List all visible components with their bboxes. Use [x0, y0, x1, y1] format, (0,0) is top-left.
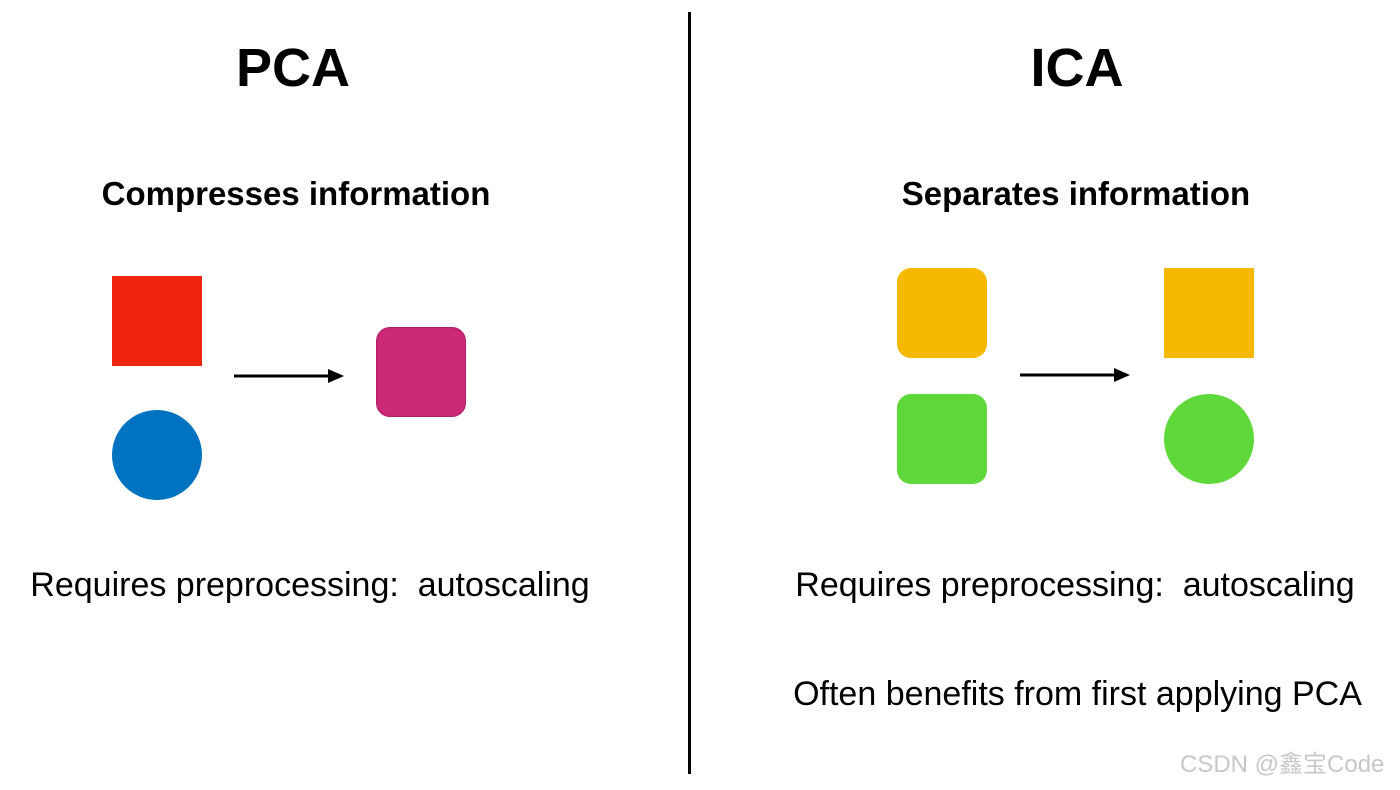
blue-circle-shape: [112, 410, 202, 500]
ica-pca-benefit-note: Often benefits from first applying PCA: [793, 675, 1362, 713]
pca-arrow-icon: [234, 369, 344, 383]
green-circle-shape: [1164, 394, 1254, 484]
green-rounded-square-shape: [897, 394, 987, 484]
ica-preprocessing-note: Requires preprocessing: autoscaling: [795, 566, 1355, 604]
yellow-square-shape: [1164, 268, 1254, 358]
yellow-rounded-square-shape: [897, 268, 987, 358]
red-square-shape: [112, 276, 202, 366]
pca-title: PCA: [235, 38, 350, 98]
csdn-watermark: CSDN @鑫宝Code: [1180, 751, 1385, 778]
ica-arrow-icon: [1020, 368, 1130, 382]
magenta-rounded-square-shape: [376, 327, 466, 417]
ica-subtitle: Separates information: [901, 175, 1251, 212]
pca-subtitle: Compresses information: [101, 175, 491, 212]
panel-divider: [688, 12, 691, 774]
ica-title: ICA: [1030, 38, 1124, 98]
pca-preprocessing-note: Requires preprocessing: autoscaling: [30, 566, 590, 604]
